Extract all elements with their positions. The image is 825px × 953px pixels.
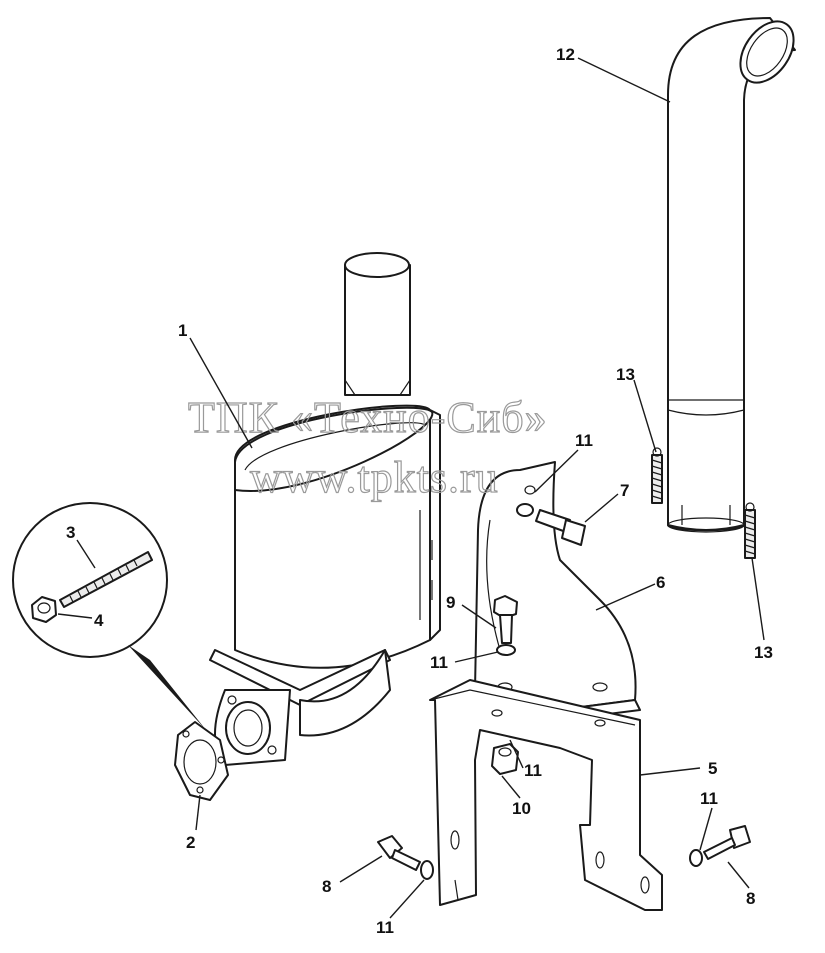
callout-11-bolt9: 11 <box>430 653 448 672</box>
spring-lower <box>744 502 756 559</box>
callout-11-upper: 11 <box>575 431 593 450</box>
bolt-7 <box>516 503 586 546</box>
callout-11-left: 11 <box>376 918 394 937</box>
callout-12: 12 <box>556 45 575 64</box>
callout-11-nut: 11 <box>524 761 542 780</box>
detail-view <box>12 502 206 730</box>
callout-13-upper: 13 <box>616 365 635 384</box>
watermark-company: ТПК «Техно-Сиб» <box>188 393 548 442</box>
exhaust-pipe <box>667 17 796 533</box>
lower-bracket <box>429 679 663 911</box>
muffler <box>209 252 441 766</box>
callout-7: 7 <box>620 481 629 500</box>
nut-10 <box>491 743 519 775</box>
callout-6: 6 <box>656 573 665 592</box>
callout-13-lower: 13 <box>754 643 773 662</box>
leader-lines <box>57 57 765 919</box>
bolt-8-left <box>377 835 434 880</box>
bolt-9 <box>493 595 518 656</box>
callout-4: 4 <box>94 611 104 630</box>
callout-2: 2 <box>186 833 195 852</box>
callout-5: 5 <box>708 759 717 778</box>
callout-3: 3 <box>66 523 75 542</box>
spring-upper <box>651 447 663 504</box>
watermark-url: www.tpkts.ru <box>250 453 499 502</box>
gasket <box>174 721 229 801</box>
callout-10: 10 <box>512 799 531 818</box>
callout-8-right: 8 <box>746 889 755 908</box>
callout-11-right: 11 <box>700 789 718 808</box>
callout-8-left: 8 <box>322 877 331 896</box>
callout-9: 9 <box>446 593 455 612</box>
bolt-8-right <box>689 825 751 867</box>
callout-1: 1 <box>178 321 187 340</box>
